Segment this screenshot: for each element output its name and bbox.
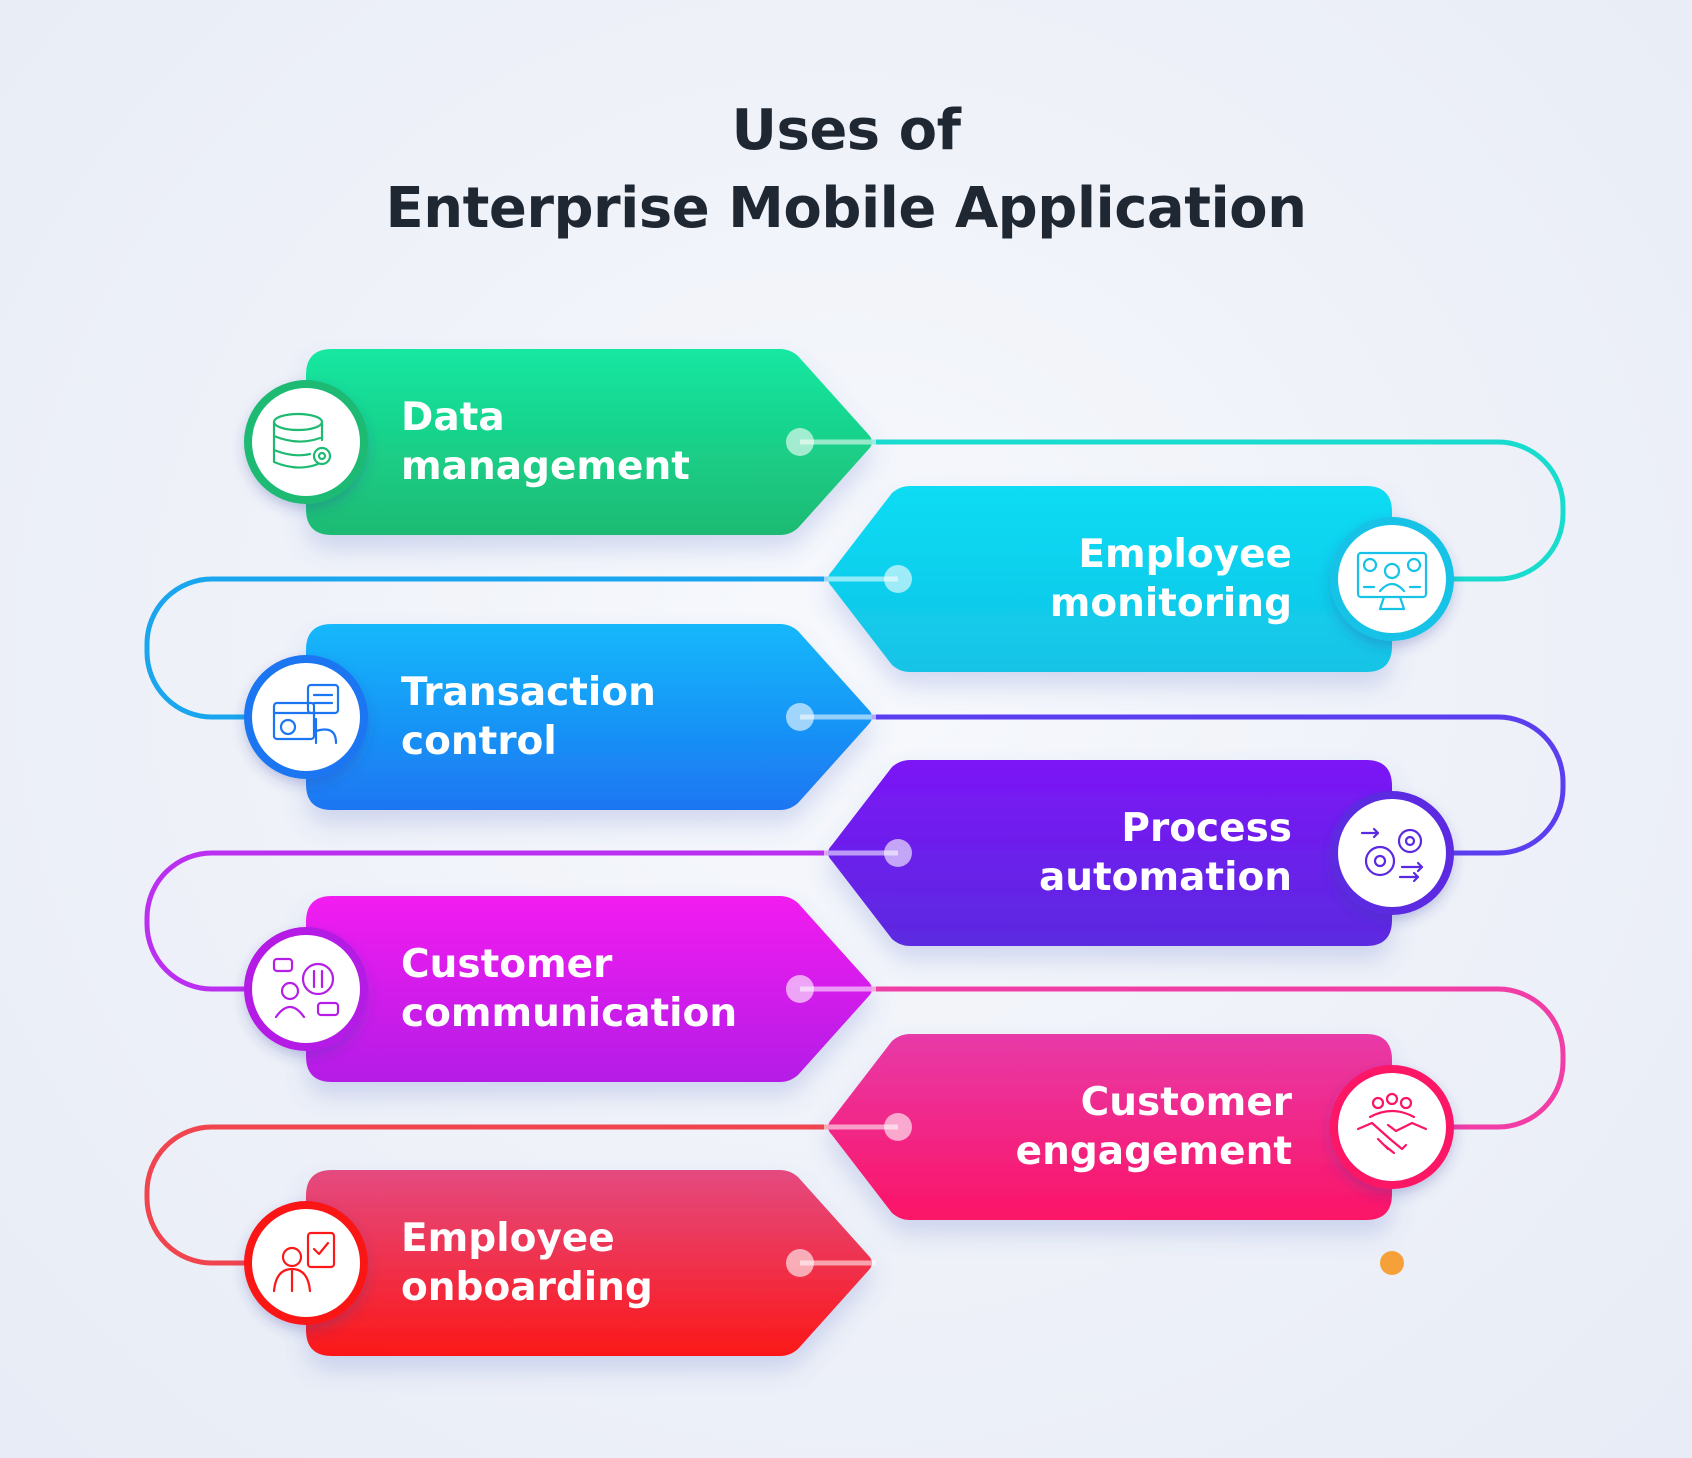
- customer-chat-icon: [272, 957, 340, 1019]
- end-dot: [1380, 1251, 1404, 1275]
- icon-badge: [1330, 517, 1454, 641]
- icon-badge: [1330, 1065, 1454, 1189]
- tag-onboarding: [306, 1170, 872, 1356]
- connector-dot: [786, 703, 814, 731]
- connector-line: [797, 714, 1566, 856]
- item-label-line-1: Transaction: [401, 670, 656, 715]
- icon-badge: [1330, 791, 1454, 915]
- tag-management: [306, 349, 872, 535]
- connector-dot: [786, 428, 814, 456]
- page-title: Uses of Enterprise Mobile Application: [0, 92, 1692, 248]
- transaction-control-icon: [272, 683, 340, 745]
- icon-badge: [244, 927, 368, 1051]
- connector-line: [797, 439, 1566, 582]
- tag-communication: [306, 896, 872, 1082]
- connector-line: [144, 1124, 903, 1266]
- item-label-line-1: Customer: [1080, 1080, 1292, 1125]
- item-label-line-2: communication: [401, 991, 738, 1036]
- item-label-line-2: onboarding: [401, 1265, 653, 1310]
- icon-badge: [244, 380, 368, 504]
- item-label-line-2: management: [401, 444, 690, 489]
- title-line-2: Enterprise Mobile Application: [385, 176, 1307, 241]
- connector-dot: [884, 565, 912, 593]
- handshake-people-icon: [1356, 1092, 1428, 1155]
- database-gear-icon: [272, 412, 332, 469]
- item-label-line-2: control: [401, 719, 557, 764]
- title-line-1: Uses of: [731, 98, 961, 163]
- tag-monitoring: [828, 486, 1392, 672]
- process-gears-icon: [1360, 827, 1424, 883]
- tag-control: [306, 624, 872, 810]
- item-label-line-1: Customer: [401, 942, 613, 987]
- tag-automation: [828, 760, 1392, 946]
- item-label-line-1: Employee: [401, 1216, 615, 1261]
- connector-line: [144, 576, 903, 720]
- item-label-line-1: Data: [401, 395, 505, 440]
- employee-monitor-icon: [1356, 551, 1428, 611]
- icon-badge: [244, 1201, 368, 1325]
- icon-badge: [244, 655, 368, 779]
- onboarding-clipboard-icon: [272, 1231, 336, 1293]
- connector-dot: [786, 975, 814, 1003]
- item-label-line-1: Employee: [1078, 532, 1292, 577]
- item-label-line-1: Process: [1121, 806, 1292, 851]
- connector-dot: [786, 1249, 814, 1277]
- connector-dot: [884, 839, 912, 867]
- item-label-line-2: automation: [1038, 855, 1292, 900]
- tag-engagement: [828, 1034, 1392, 1220]
- item-label-line-2: engagement: [1015, 1129, 1292, 1174]
- item-label-line-2: monitoring: [1049, 581, 1292, 626]
- connector-line: [144, 850, 903, 992]
- connector-dot: [884, 1113, 912, 1141]
- connector-line: [797, 986, 1566, 1130]
